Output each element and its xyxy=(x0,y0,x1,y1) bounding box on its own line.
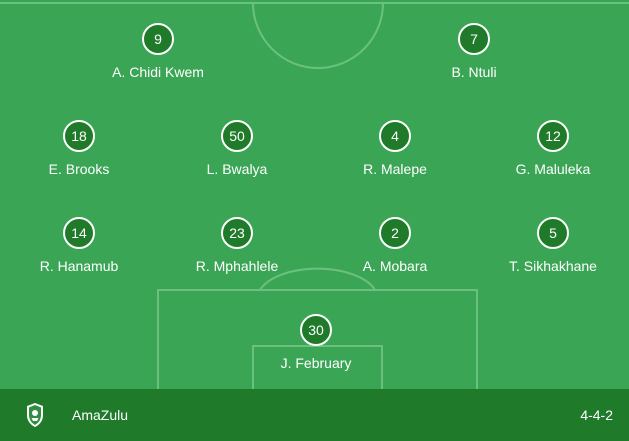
player-name: J. February xyxy=(280,355,352,371)
centre-circle xyxy=(252,2,384,69)
player-name: G. Maluleka xyxy=(515,161,591,177)
player-card[interactable]: 2 A. Mobara xyxy=(325,217,465,274)
shirt-number: 12 xyxy=(537,120,569,152)
player-card[interactable]: 18 E. Brooks xyxy=(9,120,149,177)
shirt-number: 23 xyxy=(221,217,253,249)
amazulu-crest-icon xyxy=(27,403,43,427)
shirt-number: 2 xyxy=(379,217,411,249)
player-name: E. Brooks xyxy=(48,161,110,177)
shirt-number: 30 xyxy=(300,314,332,346)
player-name: R. Hanamub xyxy=(39,258,119,274)
player-card[interactable]: 23 R. Mphahlele xyxy=(167,217,307,274)
player-name: A. Mobara xyxy=(362,258,428,274)
pitch-markings xyxy=(0,2,629,389)
shirt-number: 14 xyxy=(63,217,95,249)
penalty-area xyxy=(157,289,478,389)
penalty-arc xyxy=(259,267,376,291)
player-card[interactable]: 30 J. February xyxy=(246,314,386,371)
shirt-number: 50 xyxy=(221,120,253,152)
formation-label: 4-4-2 xyxy=(580,407,613,423)
shirt-number: 18 xyxy=(63,120,95,152)
player-card[interactable]: 14 R. Hanamub xyxy=(9,217,149,274)
shirt-number: 4 xyxy=(379,120,411,152)
player-card[interactable]: 5 T. Sikhakhane xyxy=(483,217,623,274)
player-name: A. Chidi Kwem xyxy=(112,64,204,80)
player-name: T. Sikhakhane xyxy=(509,258,597,274)
shirt-number: 5 xyxy=(537,217,569,249)
player-card[interactable]: 12 G. Maluleka xyxy=(483,120,623,177)
player-name: R. Malepe xyxy=(363,161,427,177)
pitch: 9 A. Chidi Kwem 7 B. Ntuli 18 E. Brooks … xyxy=(0,0,629,389)
player-card[interactable]: 7 B. Ntuli xyxy=(404,23,544,80)
team-footer: AmaZulu 4-4-2 xyxy=(0,389,629,441)
player-card[interactable]: 50 L. Bwalya xyxy=(167,120,307,177)
team-name: AmaZulu xyxy=(72,407,129,423)
player-name: L. Bwalya xyxy=(206,161,268,177)
player-card[interactable]: 4 R. Malepe xyxy=(325,120,465,177)
goal-area xyxy=(252,345,383,389)
player-name: R. Mphahlele xyxy=(195,258,279,274)
player-card[interactable]: 9 A. Chidi Kwem xyxy=(88,23,228,80)
player-name: B. Ntuli xyxy=(451,64,497,80)
shirt-number: 9 xyxy=(142,23,174,55)
shirt-number: 7 xyxy=(458,23,490,55)
